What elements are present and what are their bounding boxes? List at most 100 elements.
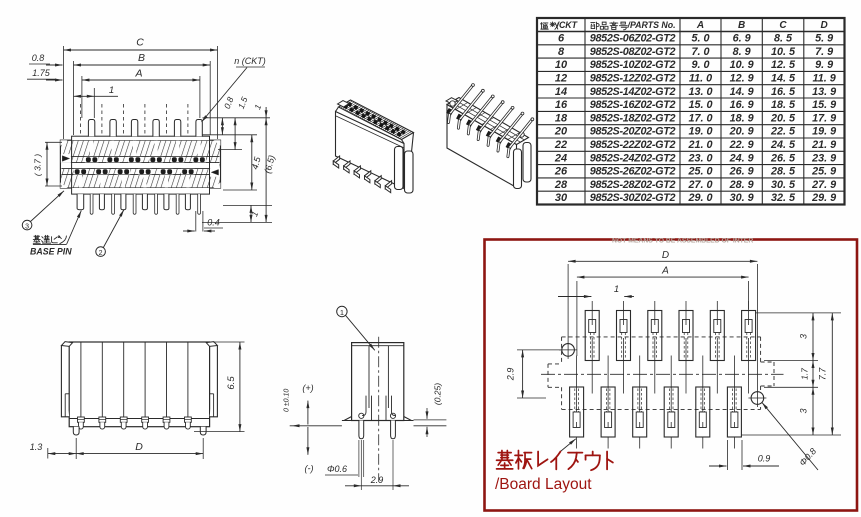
svg-text:27. 9: 27. 9 <box>811 179 836 191</box>
svg-text:5. 0: 5. 0 <box>691 33 709 45</box>
svg-text:9852S-14Z02-GT2: 9852S-14Z02-GT2 <box>590 86 676 98</box>
svg-text:9852S-30Z02-GT2: 9852S-30Z02-GT2 <box>590 192 676 204</box>
svg-text:/Board Layout: /Board Layout <box>495 476 592 493</box>
svg-text:/CKT: /CKT <box>556 20 578 30</box>
svg-text:17. 9: 17. 9 <box>812 112 836 124</box>
svg-text:(-): (-) <box>305 464 314 474</box>
svg-text:28. 5: 28. 5 <box>770 166 796 178</box>
svg-text:D: D <box>662 250 669 261</box>
svg-text:29. 9: 29. 9 <box>811 192 836 204</box>
svg-text:10: 10 <box>555 59 568 71</box>
svg-text:20. 9: 20. 9 <box>729 126 754 138</box>
svg-text:9852S-26Z02-GT2: 9852S-26Z02-GT2 <box>590 166 676 178</box>
svg-text:6. 9: 6. 9 <box>733 33 751 45</box>
svg-text:12. 9: 12. 9 <box>730 72 754 84</box>
svg-text:0.4: 0.4 <box>207 218 220 228</box>
svg-text:9852S-24Z02-GT2: 9852S-24Z02-GT2 <box>590 152 676 164</box>
svg-text:15. 9: 15. 9 <box>812 99 836 111</box>
svg-text:19. 9: 19. 9 <box>812 126 836 138</box>
svg-text:1: 1 <box>109 85 114 96</box>
svg-text:12: 12 <box>555 72 567 84</box>
svg-text:A: A <box>696 20 704 31</box>
svg-text:23. 9: 23. 9 <box>811 152 836 164</box>
svg-text:22. 9: 22. 9 <box>729 139 754 151</box>
svg-text:9852S-28Z02-GT2: 9852S-28Z02-GT2 <box>590 179 676 191</box>
svg-text:1.75: 1.75 <box>32 68 51 78</box>
svg-text:NOT MEANS TO BE ASSEMBLED: NOT MEANS TO BE ASSEMBLED OF INTER <box>612 238 753 245</box>
svg-text:0.8: 0.8 <box>32 53 45 63</box>
svg-text:13. 9: 13. 9 <box>812 86 836 98</box>
svg-text:D: D <box>135 441 143 453</box>
svg-text:6: 6 <box>558 33 565 45</box>
svg-text:28: 28 <box>554 179 568 191</box>
svg-text:2.9: 2.9 <box>370 475 384 485</box>
svg-text:30. 5: 30. 5 <box>771 179 796 191</box>
svg-text:3: 3 <box>25 223 29 230</box>
svg-text:5. 9: 5. 9 <box>815 33 833 45</box>
svg-text:16. 9: 16. 9 <box>730 99 754 111</box>
svg-text:1: 1 <box>252 103 263 111</box>
svg-text:BASE PIN: BASE PIN <box>30 247 72 257</box>
svg-text:25. 9: 25. 9 <box>811 166 836 178</box>
svg-text:15. 0: 15. 0 <box>688 99 712 111</box>
svg-text:(0.25): (0.25) <box>433 383 443 405</box>
svg-text:Φ0.6: Φ0.6 <box>327 464 347 474</box>
svg-text:9852S-12Z02-GT2: 9852S-12Z02-GT2 <box>590 72 676 84</box>
svg-text:23. 0: 23. 0 <box>687 152 712 164</box>
svg-text:14. 9: 14. 9 <box>730 86 754 98</box>
svg-text:19. 0: 19. 0 <box>688 126 712 138</box>
svg-text:3: 3 <box>799 334 809 339</box>
svg-text:8. 5: 8. 5 <box>774 33 793 45</box>
svg-text:11. 0: 11. 0 <box>689 72 712 84</box>
svg-text:12. 5: 12. 5 <box>771 59 796 71</box>
svg-text:10. 5: 10. 5 <box>771 46 796 58</box>
svg-text:9. 0: 9. 0 <box>691 59 709 71</box>
svg-text:1: 1 <box>614 284 619 295</box>
svg-text:16: 16 <box>555 99 568 111</box>
svg-text:28. 9: 28. 9 <box>729 179 754 191</box>
svg-text:4.5: 4.5 <box>250 155 263 171</box>
svg-text:(+): (+) <box>302 383 313 393</box>
svg-text:11. 9: 11. 9 <box>812 72 835 84</box>
svg-text:24. 9: 24. 9 <box>729 152 754 164</box>
svg-text:13. 0: 13. 0 <box>688 86 712 98</box>
svg-text:9852S-08Z02-GT2: 9852S-08Z02-GT2 <box>590 46 676 58</box>
svg-text:21. 9: 21. 9 <box>811 139 836 151</box>
svg-text:(6.5): (6.5) <box>262 154 276 174</box>
svg-text:0.9: 0.9 <box>758 454 771 464</box>
svg-text:D: D <box>820 20 827 31</box>
svg-text:9852S-06Z02-GT2: 9852S-06Z02-GT2 <box>590 33 676 45</box>
svg-text:7. 0: 7. 0 <box>691 46 709 58</box>
svg-text:C: C <box>779 20 787 31</box>
svg-text:n (CKT): n (CKT) <box>234 56 266 66</box>
svg-text:A: A <box>134 68 142 80</box>
svg-text:/PARTS No.: /PARTS No. <box>627 20 676 30</box>
svg-text:27. 0: 27. 0 <box>687 179 712 191</box>
svg-text:20. 5: 20. 5 <box>770 112 796 124</box>
svg-text:16. 5: 16. 5 <box>771 86 796 98</box>
svg-text:24. 5: 24. 5 <box>770 139 796 151</box>
svg-text:9852S-18Z02-GT2: 9852S-18Z02-GT2 <box>590 112 676 124</box>
svg-text:29. 0: 29. 0 <box>687 192 712 204</box>
svg-text:6.5: 6.5 <box>226 376 237 390</box>
svg-text:2: 2 <box>99 250 103 257</box>
svg-text:30. 9: 30. 9 <box>730 192 754 204</box>
svg-text:22. 5: 22. 5 <box>770 126 796 138</box>
svg-text:9852S-16Z02-GT2: 9852S-16Z02-GT2 <box>590 99 676 111</box>
svg-text:9. 9: 9. 9 <box>815 59 833 71</box>
svg-text:8: 8 <box>558 46 565 58</box>
svg-text:( 3.7 ): ( 3.7 ) <box>33 154 43 176</box>
svg-text:30: 30 <box>555 192 568 204</box>
svg-text:B: B <box>738 20 745 31</box>
svg-text:26. 5: 26. 5 <box>770 152 796 164</box>
svg-text:1.7: 1.7 <box>800 368 810 380</box>
svg-text:8. 9: 8. 9 <box>733 46 751 58</box>
svg-text:32. 5: 32. 5 <box>771 192 796 204</box>
svg-text:1.5: 1.5 <box>236 95 250 110</box>
svg-text:22: 22 <box>554 139 567 151</box>
svg-text:B: B <box>138 52 145 64</box>
svg-text:20: 20 <box>554 126 568 138</box>
svg-text:18. 9: 18. 9 <box>730 112 754 124</box>
svg-text:10. 9: 10. 9 <box>730 59 754 71</box>
svg-text:26: 26 <box>554 166 568 178</box>
